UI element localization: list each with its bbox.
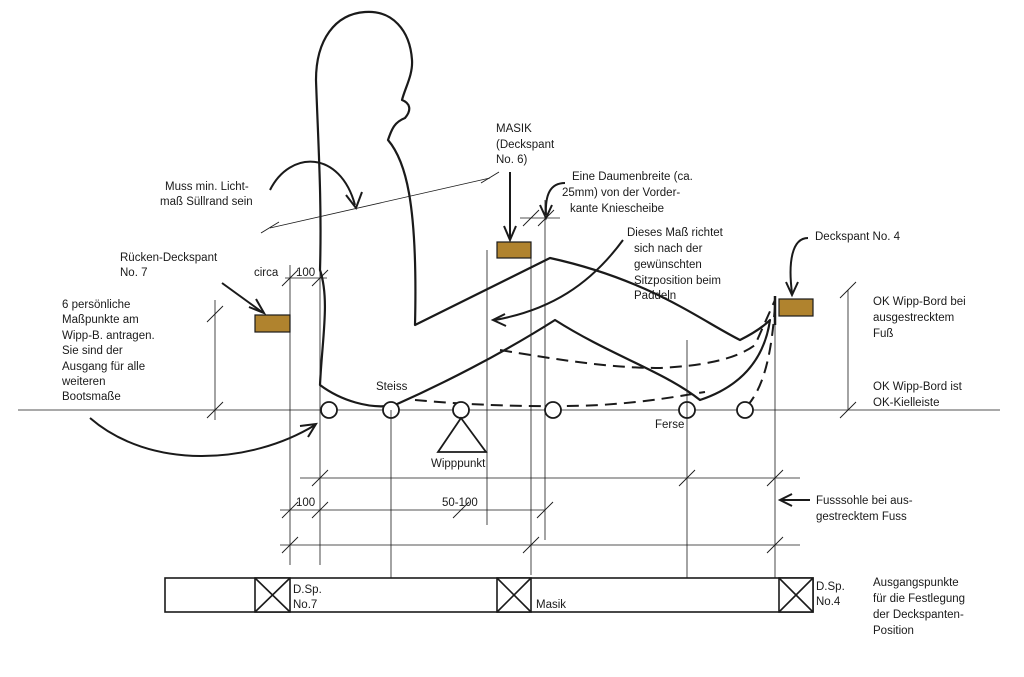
dsp7-label-2: No.7	[293, 599, 317, 611]
ausgang-label-3: der Deckspanten-	[873, 609, 964, 621]
persoenlich-label-4: Sie sind der	[62, 345, 123, 357]
dieses-label-5: Paddeln	[634, 290, 676, 302]
dsp4-label-1: D.Sp.	[816, 581, 845, 593]
ausgang-label-1: Ausgangspunkte	[873, 577, 959, 589]
vertical-reference-lines	[214, 200, 849, 578]
muss-label-2: maß Süllrand sein	[160, 196, 253, 208]
masik-beam	[496, 241, 532, 259]
hull-dashed-bow	[747, 304, 776, 406]
persoenlich-label-7: Bootsmaße	[62, 391, 121, 403]
wipppunkt-label: Wipppunkt	[431, 458, 486, 470]
seated-person-outline	[314, 10, 772, 408]
ruecken-label-1: Rücken-Deckspant	[120, 252, 218, 264]
daumen-label-2: 25mm) von der Vorder-	[562, 187, 680, 199]
daumen-label-3: kante Kniescheibe	[570, 203, 664, 215]
dim-50-100: 50-100	[442, 497, 478, 509]
hull-dashed-upper	[499, 299, 776, 370]
ok-kiel-label-2: OK-Kielleiste	[873, 397, 939, 409]
masik-label-1: MASIK	[496, 123, 532, 135]
tick-marks	[206, 171, 857, 554]
ok-bord-label-2: ausgestrecktem	[873, 312, 954, 324]
dieses-label-3: gewünschten	[634, 259, 702, 271]
masik-box-label: Masik	[536, 599, 566, 611]
persoenlich-label-3: Wipp-B. antragen.	[62, 330, 155, 342]
dieses-label-2: sich nach der	[634, 243, 703, 255]
ruecken-deckspant-beam	[254, 314, 291, 333]
fusssohle-label-2: gestrecktem Fuss	[816, 511, 907, 523]
deckbeam-position-bar	[164, 577, 814, 613]
steiss-label: Steiss	[376, 381, 408, 393]
dieses-label-4: Sitzposition beim	[634, 275, 721, 287]
ausgang-label-4: Position	[873, 625, 914, 637]
muss-label-1: Muss min. Licht-	[165, 181, 249, 193]
dsp7-label-1: D.Sp.	[293, 584, 322, 596]
daumen-label-1: Eine Daumenbreite (ca.	[572, 171, 693, 183]
deckspant4-beam	[778, 298, 814, 317]
point-6	[736, 401, 754, 419]
fusssohle-label-1: Fusssohle bei aus-	[816, 495, 913, 507]
deckspant4-label: Deckspant No. 4	[815, 231, 901, 243]
dim-100-bottom: 100	[296, 497, 315, 509]
point-1	[320, 401, 338, 419]
persoenlich-label-2: Maßpunkte am	[62, 314, 139, 326]
ausgang-label-2: für die Festlegung	[873, 593, 965, 605]
persoenlich-label-1: 6 persönliche	[62, 299, 130, 311]
ruecken-label-2: No. 7	[120, 267, 148, 279]
annotation-arrows	[89, 160, 810, 507]
wipppunkt-triangle	[436, 416, 488, 453]
persoenlich-label-5: Ausgang für alle	[62, 361, 145, 373]
horizontal-dimension-lines	[269, 177, 800, 546]
ok-bord-label-1: OK Wipp-Bord bei	[873, 296, 966, 308]
circa-label: circa	[254, 267, 279, 279]
ok-bord-label-3: Fuß	[873, 328, 893, 340]
ferse-label: Ferse	[655, 419, 684, 431]
point-wipppunkt	[452, 401, 470, 419]
masik-label-2: (Deckspant	[496, 139, 555, 151]
dsp4-label-2: No.4	[816, 596, 841, 608]
dieses-label-1: Dieses Maß richtet	[627, 227, 724, 239]
dim-100-top: 100	[296, 267, 315, 279]
masik-label-3: No. 6)	[496, 154, 527, 166]
point-4	[544, 401, 562, 419]
persoenlich-label-6: weiteren	[61, 376, 105, 388]
ok-kiel-label-1: OK Wipp-Bord ist	[873, 381, 963, 393]
